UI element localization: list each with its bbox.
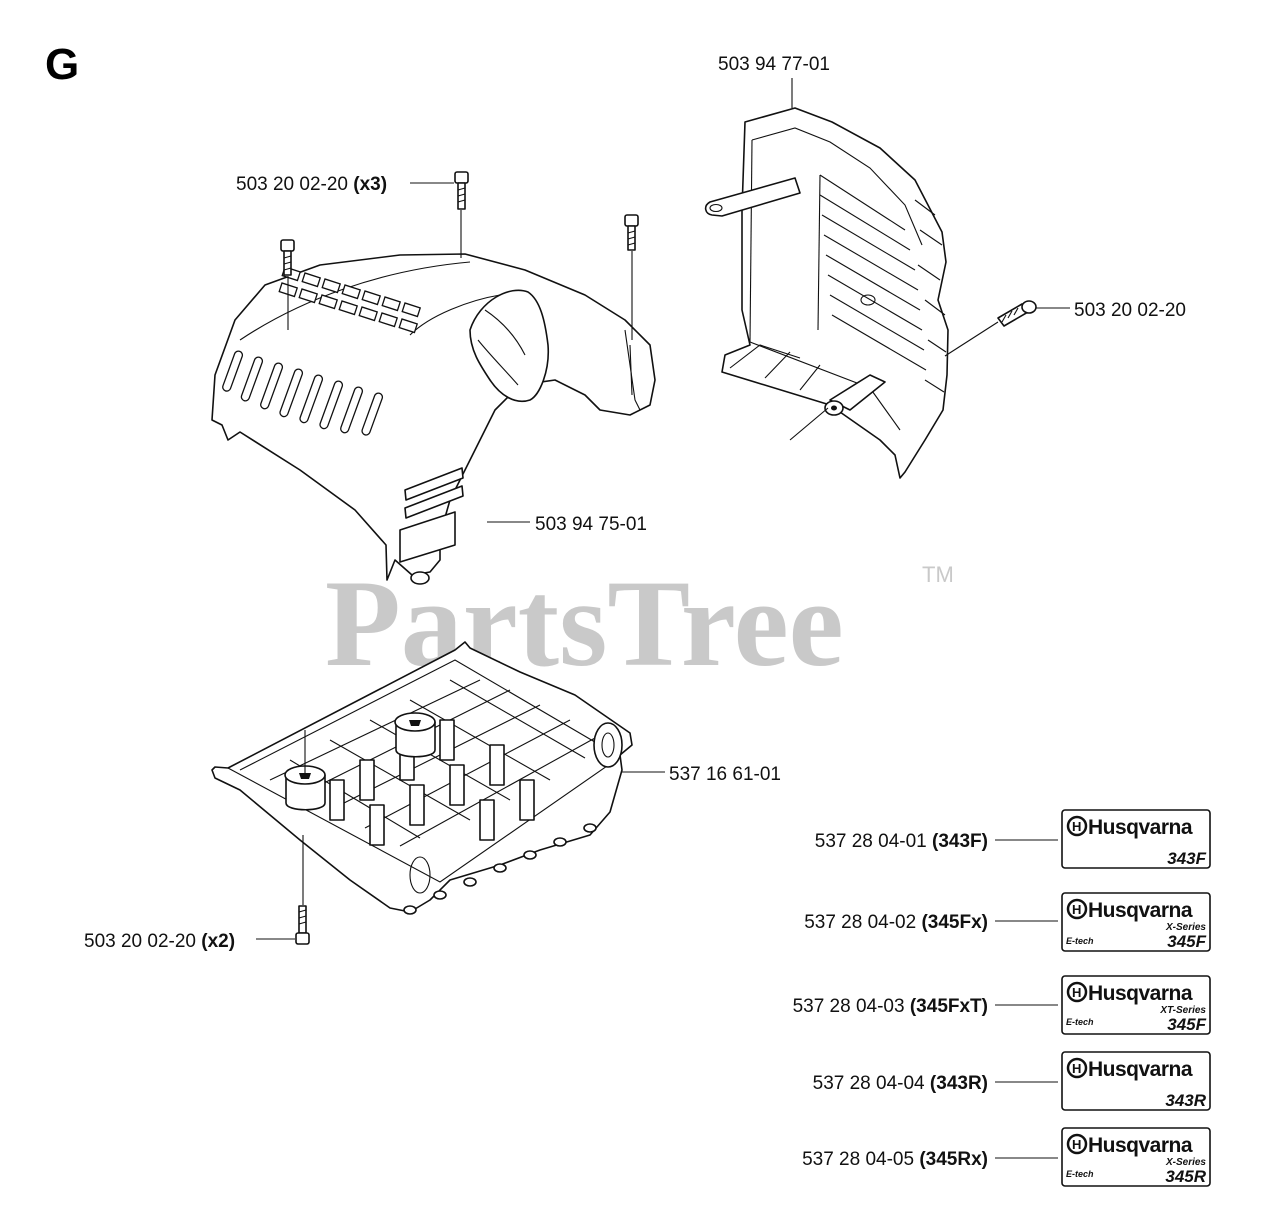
label-decal-4-ref: (343R) [930, 1073, 988, 1094]
label-cover-top: 503 94 77-01 [718, 54, 830, 75]
label-screw-x2-number: 503 20 02-20 [84, 931, 196, 952]
label-screw-x3-number: 503 20 02-20 [236, 174, 348, 195]
label-decal-2: 537 28 04-02 (345Fx) [804, 912, 988, 933]
decal-345rx-h-icon: H [1072, 1137, 1081, 1152]
cover-top-drawing[interactable] [704, 107, 949, 479]
label-screw-x3: 503 20 02-20 (x3) [236, 174, 387, 195]
screw-x3-left-drawing[interactable] [280, 239, 295, 276]
decal-345fxt-model: 345F [1167, 1015, 1206, 1034]
decal-345fx-series: X-Series [1165, 922, 1206, 933]
label-screw-x2-qty: (x2) [201, 931, 235, 952]
decal-345fxt-h-icon: H [1072, 985, 1081, 1000]
label-decal-2-ref: (345Fx) [921, 912, 988, 933]
decal-343f[interactable]: H Husqvarna 343F [1061, 809, 1211, 869]
label-screw-single: 503 20 02-20 [1074, 300, 1186, 321]
decal-345fxt-series: XT-Series [1159, 1005, 1206, 1016]
label-decal-5: 537 28 04-05 (345Rx) [802, 1149, 988, 1170]
decal-345fxt-brand: Husqvarna [1088, 982, 1193, 1005]
decal-345fx-etach: E-tech [1066, 936, 1094, 946]
watermark-text: PartsTree [325, 555, 844, 692]
label-screw-x2: 503 20 02-20 (x2) [84, 931, 235, 952]
decal-345fx-model: 345F [1167, 932, 1206, 951]
decal-343r-brand: Husqvarna [1088, 1058, 1193, 1081]
label-decal-1-ref: (343F) [932, 831, 988, 852]
label-decal-2-number: 537 28 04-02 [804, 912, 916, 933]
decal-343f-brand: Husqvarna [1088, 816, 1193, 839]
screw-x3-right-drawing[interactable] [624, 214, 639, 251]
screw-x3-center-drawing[interactable] [454, 171, 469, 210]
decal-345rx-etach: E-tech [1066, 1169, 1094, 1179]
decal-345fx-h-icon: H [1072, 902, 1081, 917]
decal-345rx-brand: Husqvarna [1088, 1134, 1193, 1157]
label-screw-x3-qty: (x3) [353, 174, 387, 195]
decal-345rx[interactable]: H Husqvarna X-Series E-tech 345R [1061, 1127, 1211, 1187]
decal-343f-model: 343F [1167, 849, 1206, 868]
decal-343r[interactable]: H Husqvarna 343R [1061, 1051, 1211, 1111]
decal-345rx-series: X-Series [1165, 1157, 1206, 1168]
decal-345fx-brand: Husqvarna [1088, 899, 1193, 922]
label-cylinder-cover: 503 94 75-01 [535, 514, 647, 535]
label-decal-1-number: 537 28 04-01 [815, 831, 927, 852]
label-decal-5-number: 537 28 04-05 [802, 1149, 914, 1170]
label-decal-1: 537 28 04-01 (343F) [815, 831, 988, 852]
label-decal-3: 537 28 04-03 (345FxT) [793, 996, 988, 1017]
watermark-tm: TM [922, 562, 954, 587]
label-decal-5-ref: (345Rx) [919, 1149, 988, 1170]
label-bottom-plate: 537 16 61-01 [669, 764, 781, 785]
screw-x2-drawing[interactable] [295, 905, 310, 945]
cylinder-cover-drawing[interactable] [211, 253, 656, 585]
label-decal-3-number: 537 28 04-03 [793, 996, 905, 1017]
label-decal-4-number: 537 28 04-04 [813, 1073, 925, 1094]
decal-343r-model: 343R [1165, 1091, 1206, 1110]
screw-right-drawing[interactable] [997, 300, 1037, 327]
decal-345rx-model: 345R [1165, 1167, 1206, 1186]
label-decal-4: 537 28 04-04 (343R) [813, 1073, 988, 1094]
decal-345fxt-etach: E-tech [1066, 1017, 1094, 1027]
label-decal-3-ref: (345FxT) [910, 996, 988, 1017]
decal-345fxt[interactable]: H Husqvarna XT-Series E-tech 345F [1061, 975, 1211, 1035]
decal-345fx[interactable]: H Husqvarna X-Series E-tech 345F [1061, 892, 1211, 952]
decal-343f-h-icon: H [1072, 819, 1081, 834]
bottom-plate-drawing[interactable] [211, 641, 633, 915]
section-letter: G [45, 40, 79, 89]
decal-343r-h-icon: H [1072, 1061, 1081, 1076]
